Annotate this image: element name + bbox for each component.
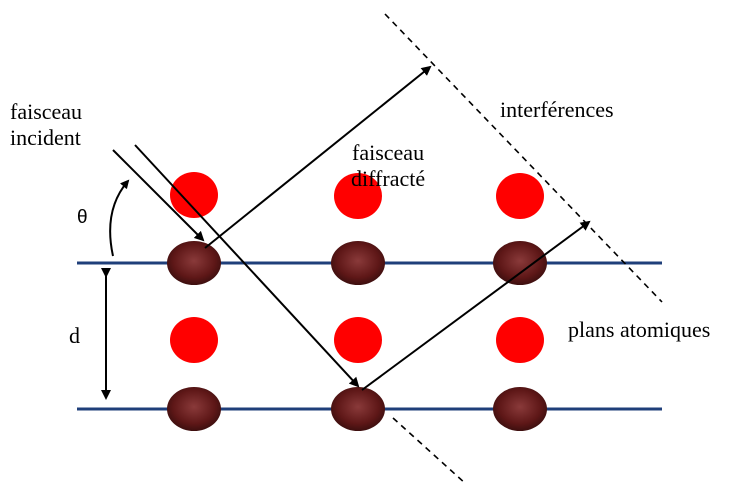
red-atom (170, 317, 218, 363)
dark-atom (493, 387, 547, 431)
diffracted-label-line2: diffracté (351, 166, 426, 191)
red-atom (496, 173, 544, 219)
dark-atom (167, 241, 221, 285)
diffracted-label-line1: faisceau (352, 140, 425, 165)
diffracted-beam-label: faisceau diffracté (351, 140, 425, 192)
incident-label-line2: incident (10, 125, 81, 150)
incident-ray-bottom (134, 144, 360, 388)
red-atom (170, 172, 218, 218)
spacing-label: d (69, 323, 80, 348)
dark-atom (331, 387, 385, 431)
red-atom (496, 317, 544, 363)
atomic-planes-label: plans atomiques (568, 317, 711, 342)
dark-atom (331, 241, 385, 285)
red-atom (334, 173, 382, 219)
dark-atom (493, 241, 547, 285)
diffracted-ray-top (204, 65, 432, 249)
diffracted-ray-bottom (361, 220, 591, 391)
dark-atom (167, 387, 221, 431)
lower-wavefront (392, 417, 467, 485)
incident-label-line1: faisceau (10, 99, 83, 124)
theta-arc (109, 179, 130, 257)
incident-ray-top (112, 149, 205, 242)
theta-label: θ (77, 207, 88, 228)
incident-beam-label: faisceau incident (10, 99, 82, 151)
red-atom (334, 317, 382, 363)
interference-label: interférences (500, 97, 614, 122)
interference-wavefront (384, 13, 663, 303)
